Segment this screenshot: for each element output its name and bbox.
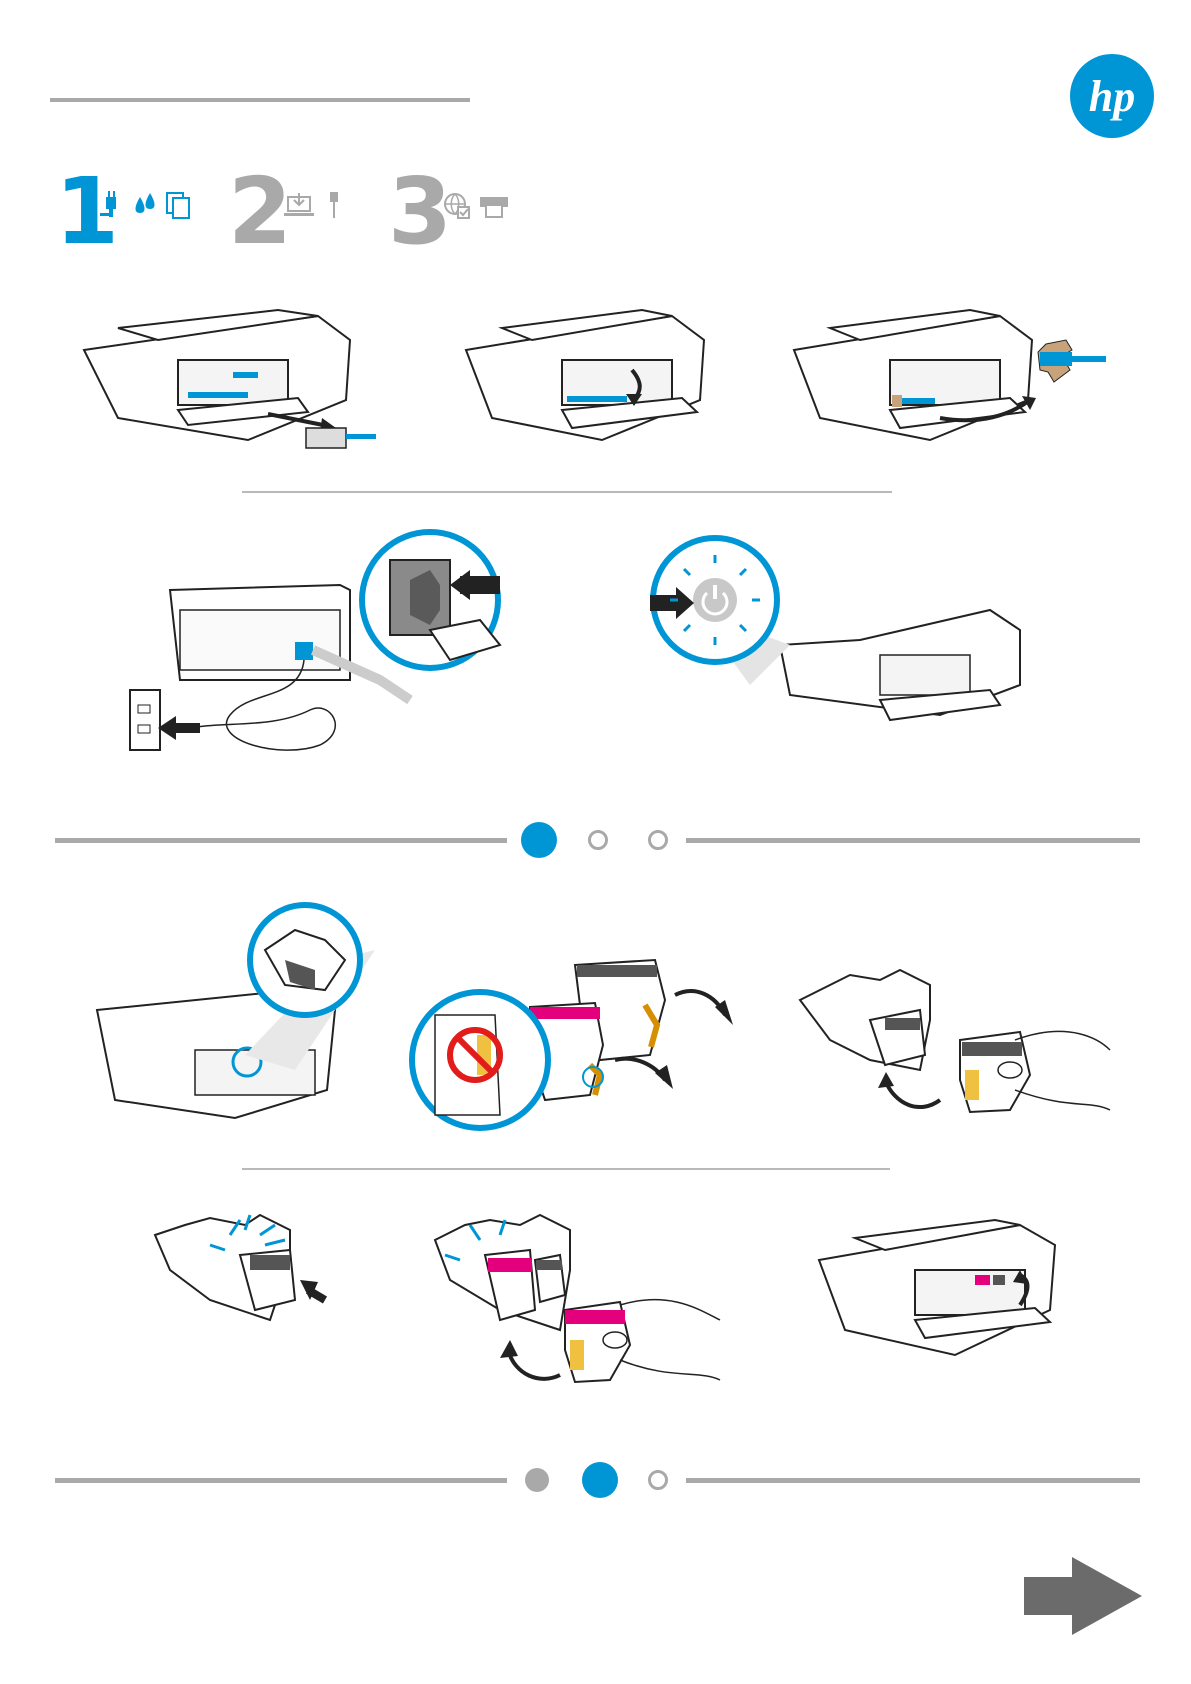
usb-icon <box>324 190 344 222</box>
progress-dot-3 <box>648 1470 668 1490</box>
power-plug-icon <box>98 191 126 221</box>
printer-icon <box>478 191 510 221</box>
connect-power-cord-illustration <box>120 530 520 780</box>
progress-rule-right <box>686 838 1140 843</box>
step-3-icons <box>442 186 510 226</box>
ink-drops-icon <box>132 191 158 221</box>
hp-logo: hp <box>1070 54 1154 138</box>
progress-dot-2-active <box>582 1462 618 1498</box>
remove-cartridge-tape-illustration <box>415 955 745 1135</box>
section-divider <box>242 491 892 493</box>
printer-remove-tape-illustration <box>790 300 1110 465</box>
printer-remove-packaging-illustration <box>78 300 398 465</box>
web-check-icon <box>442 191 472 221</box>
progress-dot-1-done <box>525 1468 549 1492</box>
insert-tricolor-cartridge-illustration <box>430 1210 730 1390</box>
progress-rule-right-bottom <box>686 1478 1140 1483</box>
close-cartridge-door-illustration <box>815 1210 1085 1380</box>
press-power-button-illustration <box>620 525 1040 760</box>
section-divider-2 <box>242 1168 890 1170</box>
header-rule <box>50 98 470 102</box>
laptop-download-icon <box>282 191 318 221</box>
progress-rule-left-bottom <box>55 1478 507 1483</box>
next-page-arrow-icon[interactable] <box>1022 1555 1144 1637</box>
progress-dot-2 <box>588 830 608 850</box>
paper-icon <box>164 191 194 221</box>
insert-black-cartridge-illustration <box>790 960 1120 1120</box>
printer-open-tray-illustration <box>462 300 717 465</box>
progress-dot-3 <box>648 830 668 850</box>
open-cartridge-door-illustration <box>95 900 385 1130</box>
step-1-icons <box>98 186 194 226</box>
snap-black-cartridge-illustration <box>150 1210 330 1340</box>
progress-rule-left <box>55 838 507 843</box>
progress-dot-1-active <box>521 822 557 858</box>
step-2-icons <box>282 186 344 226</box>
